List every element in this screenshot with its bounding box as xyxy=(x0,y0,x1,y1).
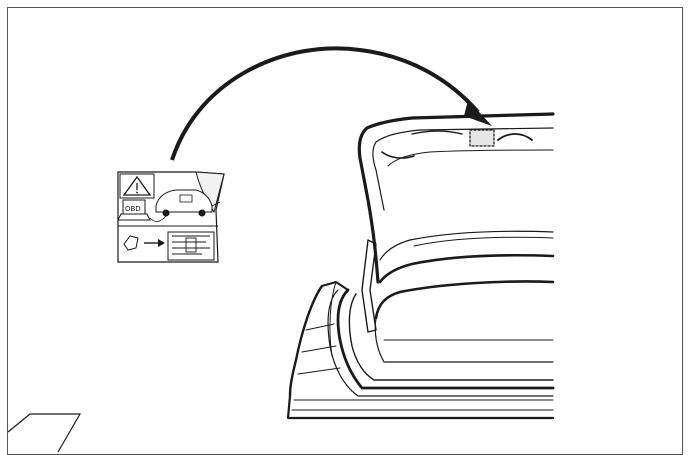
corner-fold-mark xyxy=(7,413,82,453)
placement-arrow xyxy=(170,46,492,161)
label-location-highlight xyxy=(469,129,495,147)
arrow-head xyxy=(464,100,492,126)
car-trunk-illustration xyxy=(286,112,555,420)
warning-triangle-icon xyxy=(122,175,152,196)
step-row xyxy=(123,231,215,261)
obd-text: OBD xyxy=(125,205,141,213)
warning-label-sticker: OBD xyxy=(117,171,225,263)
outer-border xyxy=(7,7,683,455)
car-sketch xyxy=(155,189,221,217)
diagnostic-laptop: OBD xyxy=(117,199,167,222)
